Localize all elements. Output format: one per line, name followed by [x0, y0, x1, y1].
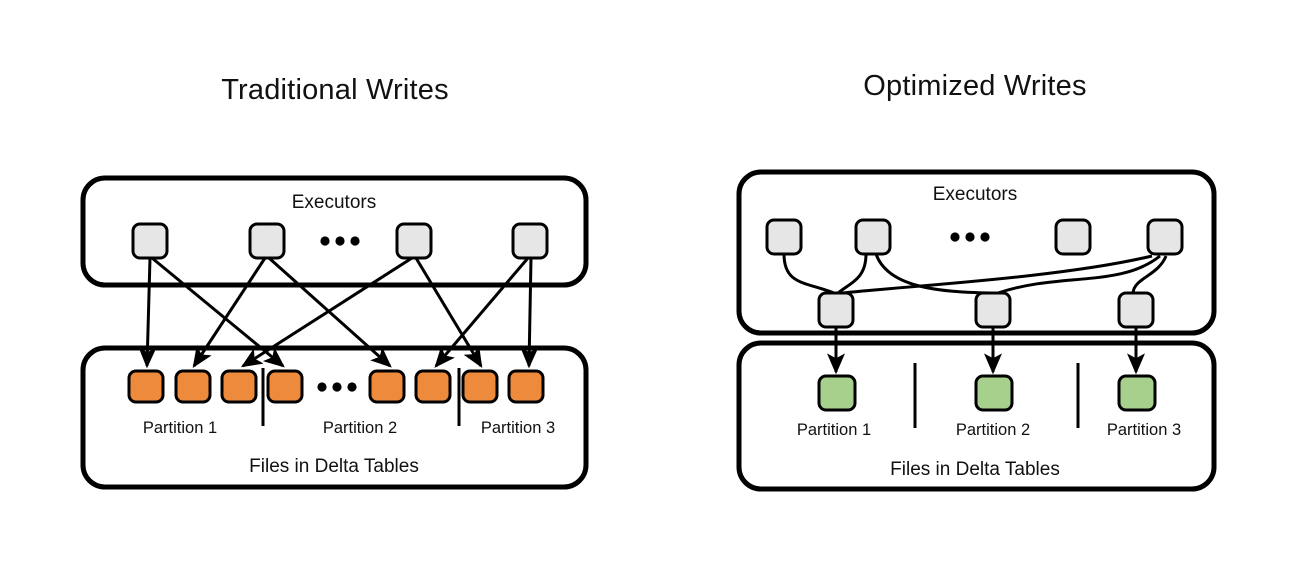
file-box-2[interactable]: [174, 369, 212, 404]
shuffle-line-e2-to-s1: [837, 253, 868, 295]
partition-label-1-optimized: Partition 1: [797, 421, 871, 439]
executors-ellipsis-traditional: [320, 236, 360, 246]
files-ellipsis-traditional: [317, 382, 357, 392]
executors-container-optimized: [736, 169, 1217, 336]
executor-node-4-traditional[interactable]: [511, 222, 549, 260]
file-box-5[interactable]: [368, 369, 406, 404]
shuffle-line-e4-to-s3: [1131, 255, 1168, 294]
shuffle-line-s2-to-e4: [997, 254, 1161, 295]
panel-optimized-writes: Executors Par: [736, 169, 1217, 492]
page-title-optimized-writes: Optimized Writes: [863, 70, 1087, 102]
shuffle-line-e1-to-s1: [782, 253, 835, 295]
shuffle-executor-node-1[interactable]: [817, 291, 855, 329]
partition-label-2-optimized: Partition 2: [956, 421, 1030, 439]
executor-node-3-traditional[interactable]: [395, 222, 433, 260]
files-container-optimized: [736, 340, 1217, 492]
partition-file-box-1[interactable]: [817, 374, 857, 412]
partition-label-3-traditional: Partition 3: [481, 419, 555, 437]
executor-node-4-optimized[interactable]: [1146, 218, 1184, 256]
file-box-3[interactable]: [220, 369, 258, 404]
file-box-8[interactable]: [507, 369, 545, 404]
files-container-traditional: [80, 345, 589, 490]
partition-file-box-3[interactable]: [1117, 374, 1157, 412]
file-box-7[interactable]: [461, 369, 499, 404]
executor-node-3-optimized[interactable]: [1054, 218, 1092, 256]
shuffle-executor-node-2[interactable]: [974, 291, 1012, 329]
partition-file-box-2[interactable]: [974, 374, 1014, 412]
executors-label-traditional: Executors: [292, 192, 376, 213]
executors-ellipsis-optimized: [950, 232, 990, 242]
executor-node-1-optimized[interactable]: [765, 218, 803, 256]
partition-label-2-traditional: Partition 2: [323, 419, 397, 437]
file-box-1[interactable]: [127, 369, 165, 404]
file-box-6[interactable]: [414, 369, 452, 404]
executors-label-optimized: Executors: [933, 184, 1017, 205]
file-box-4[interactable]: [266, 369, 304, 404]
files-in-delta-label-optimized: Files in Delta Tables: [890, 459, 1060, 480]
executors-container-traditional: [80, 175, 589, 288]
executor-node-2-optimized[interactable]: [854, 218, 892, 256]
shuffle-executor-node-3[interactable]: [1117, 291, 1155, 329]
partition-label-3-optimized: Partition 3: [1107, 421, 1181, 439]
partition-label-1-traditional: Partition 1: [143, 419, 217, 437]
page-title-traditional-writes: Traditional Writes: [221, 74, 449, 106]
optimized-shuffle-group: [782, 253, 1168, 295]
executor-node-1-traditional[interactable]: [131, 222, 169, 260]
files-in-delta-label-traditional: Files in Delta Tables: [249, 456, 419, 477]
panel-traditional-writes: Executors: [80, 175, 589, 490]
executor-node-2-traditional[interactable]: [248, 222, 286, 260]
shuffle-line-e4-to-s1: [842, 254, 1153, 295]
